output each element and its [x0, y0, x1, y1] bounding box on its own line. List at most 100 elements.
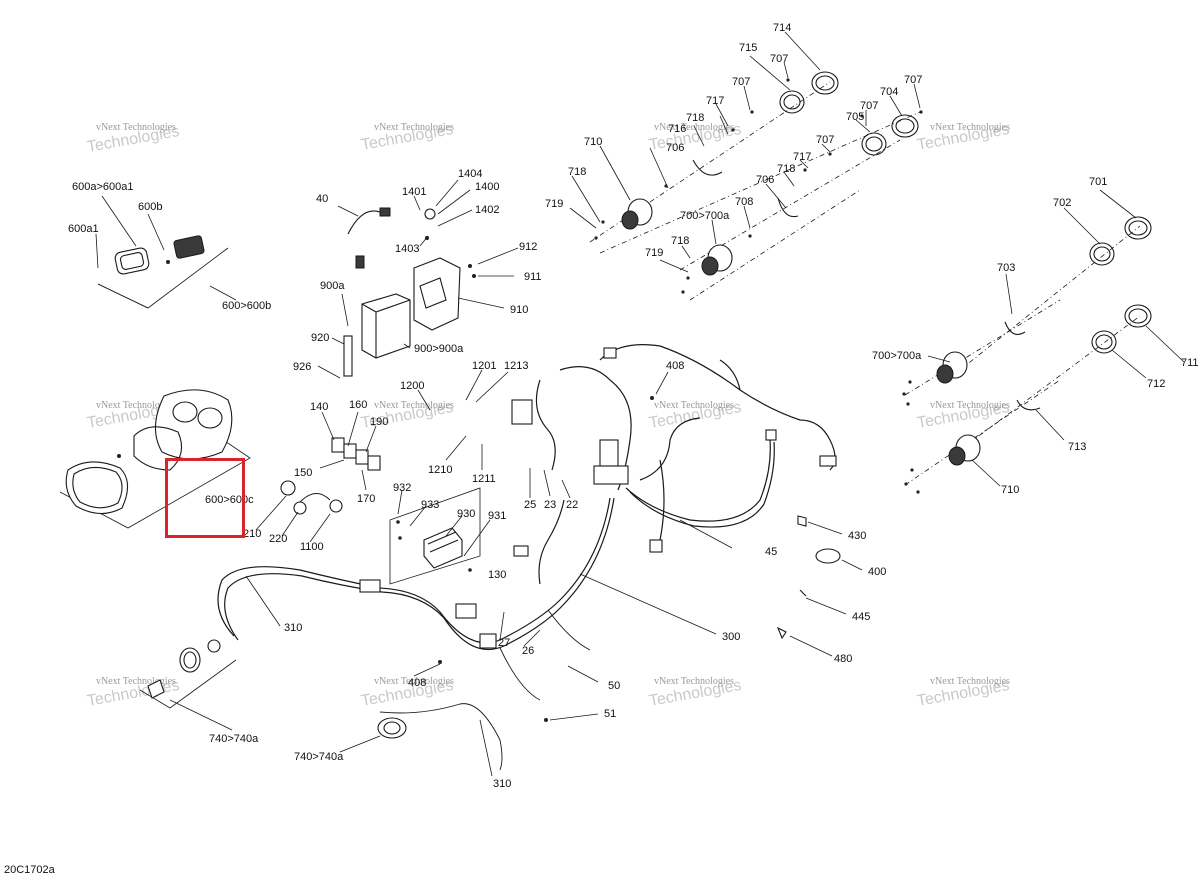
part-label: 1213	[504, 360, 528, 372]
headlight-assembly-right	[902, 216, 1152, 494]
part-label: 408	[408, 677, 426, 689]
watermark: Technologies vNext Technologies	[916, 676, 1011, 710]
svg-text:vNext Technologies: vNext Technologies	[654, 122, 734, 133]
watermark: Technologies vNext Technologies	[360, 121, 455, 154]
part-label: 220	[269, 533, 287, 545]
part-label: 700>700a	[680, 210, 730, 222]
part-label: 932	[393, 482, 411, 494]
part-label: 480	[834, 653, 852, 665]
part-label: 920	[311, 332, 329, 344]
part-label: 711	[1181, 357, 1199, 369]
part-label: 1200	[400, 380, 424, 392]
part-label: 707	[904, 74, 922, 86]
part-label: 1100	[300, 541, 324, 553]
part-label: 1211	[472, 473, 496, 485]
part-label: 740>740a	[294, 751, 344, 763]
part-label: 705	[846, 111, 864, 123]
part-label: 170	[357, 493, 375, 505]
part-label: 50	[608, 680, 620, 692]
part-label: 27	[498, 637, 510, 649]
svg-text:vNext Technologies: vNext Technologies	[930, 676, 1010, 687]
part-label: 210	[243, 528, 261, 540]
part-label: 706	[666, 142, 684, 154]
part-label: 600a1	[68, 223, 99, 235]
part-label: 715	[739, 42, 757, 54]
watermark: Technologies vNext Technologies	[648, 399, 743, 432]
svg-text:vNext Technologies: vNext Technologies	[654, 400, 734, 411]
part-label: 25	[524, 499, 536, 511]
part-label: 707	[732, 76, 750, 88]
part-label: 600>600c	[205, 494, 254, 506]
part-label: 719	[645, 247, 663, 259]
part-label: 701	[1089, 176, 1107, 188]
part-label: 40	[316, 193, 328, 205]
part-label: 710	[584, 136, 602, 148]
part-label: 1400	[475, 181, 499, 193]
part-label: 600>600b	[222, 300, 271, 312]
part-label: 707	[860, 100, 878, 112]
part-label: 600a>600a1	[72, 181, 133, 193]
gauge-cluster	[59, 235, 251, 529]
part-label: 706	[756, 174, 774, 186]
part-label: 718	[686, 112, 704, 124]
part-label: 23	[544, 499, 556, 511]
part-label: 704	[880, 86, 898, 98]
part-label: 930	[457, 508, 475, 520]
watermark: Technologies vNext Technologies	[648, 121, 743, 154]
part-label: 160	[349, 399, 367, 411]
fuse-block	[280, 437, 381, 515]
part-label: 912	[519, 241, 537, 253]
part-label: 300	[722, 631, 740, 643]
part-label: 717	[706, 95, 724, 107]
voltage-regulator	[389, 487, 529, 585]
svg-text:vNext Technologies: vNext Technologies	[374, 122, 454, 133]
part-label: 740>740a	[209, 733, 259, 745]
part-label: 900a	[320, 280, 345, 292]
part-label: 933	[421, 499, 439, 511]
part-label: 190	[370, 416, 388, 428]
part-label: 713	[1068, 441, 1086, 453]
part-label: 716	[668, 123, 686, 135]
part-label: 910	[510, 304, 528, 316]
part-label: 51	[604, 708, 616, 720]
watermark: Technologies vNext Technologies	[86, 122, 181, 156]
part-label: 702	[1053, 197, 1071, 209]
part-label: 1210	[428, 464, 452, 476]
watermark: Technologies vNext Technologies	[916, 399, 1011, 432]
part-label: 150	[294, 467, 312, 479]
watermark: Technologies vNext Technologies	[86, 676, 181, 710]
part-label: 1402	[475, 204, 499, 216]
relay-module	[343, 207, 476, 377]
svg-text:vNext Technologies: vNext Technologies	[654, 676, 734, 687]
svg-text:vNext Technologies: vNext Technologies	[96, 122, 176, 133]
svg-text:vNext Technologies: vNext Technologies	[374, 676, 454, 687]
part-label: 708	[735, 196, 753, 208]
part-label: 22	[566, 499, 578, 511]
leader-lines	[95, 31, 1185, 777]
part-label: 1403	[395, 243, 419, 255]
part-label: 408	[666, 360, 684, 372]
part-label: 700>700a	[872, 350, 922, 362]
svg-text:vNext Technologies: vNext Technologies	[930, 400, 1010, 411]
part-label: 1201	[472, 360, 496, 372]
part-label: 714	[773, 22, 791, 34]
figure-code: 20C1702a	[4, 864, 55, 876]
part-label: 900>900a	[414, 343, 464, 355]
highlight-box	[165, 458, 245, 538]
headlight-assembly-top	[589, 71, 923, 301]
watermark: Technologies vNext Technologies	[648, 676, 743, 710]
wiring-harness	[139, 344, 841, 771]
part-label: 707	[770, 53, 788, 65]
part-label: 1404	[458, 168, 482, 180]
part-label: 718	[777, 163, 795, 175]
part-label: 718	[568, 166, 586, 178]
part-label: 600b	[138, 201, 162, 213]
part-label: 310	[493, 778, 511, 790]
watermark: Technologies vNext Technologies	[916, 121, 1011, 154]
part-label: 310	[284, 622, 302, 634]
part-label: 26	[522, 645, 534, 657]
part-label: 718	[671, 235, 689, 247]
part-label: 1401	[402, 186, 426, 198]
part-label: 717	[793, 151, 811, 163]
